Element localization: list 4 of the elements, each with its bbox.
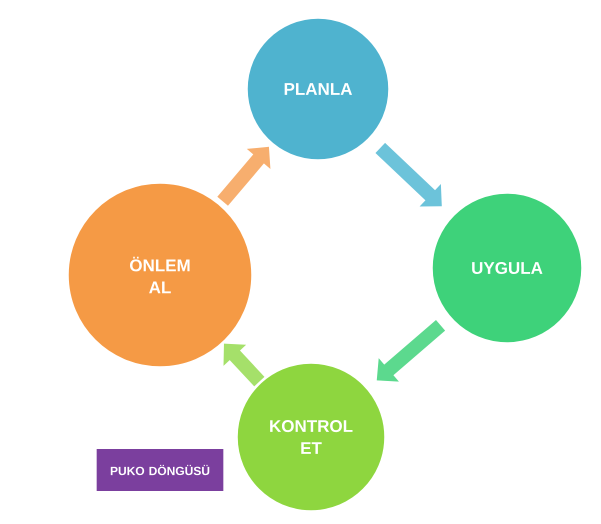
block-arrow (376, 320, 446, 382)
title-box: PUKO DÖNGÜSÜ (96, 449, 224, 491)
block-arrow (217, 146, 270, 206)
block-arrow (224, 344, 264, 386)
